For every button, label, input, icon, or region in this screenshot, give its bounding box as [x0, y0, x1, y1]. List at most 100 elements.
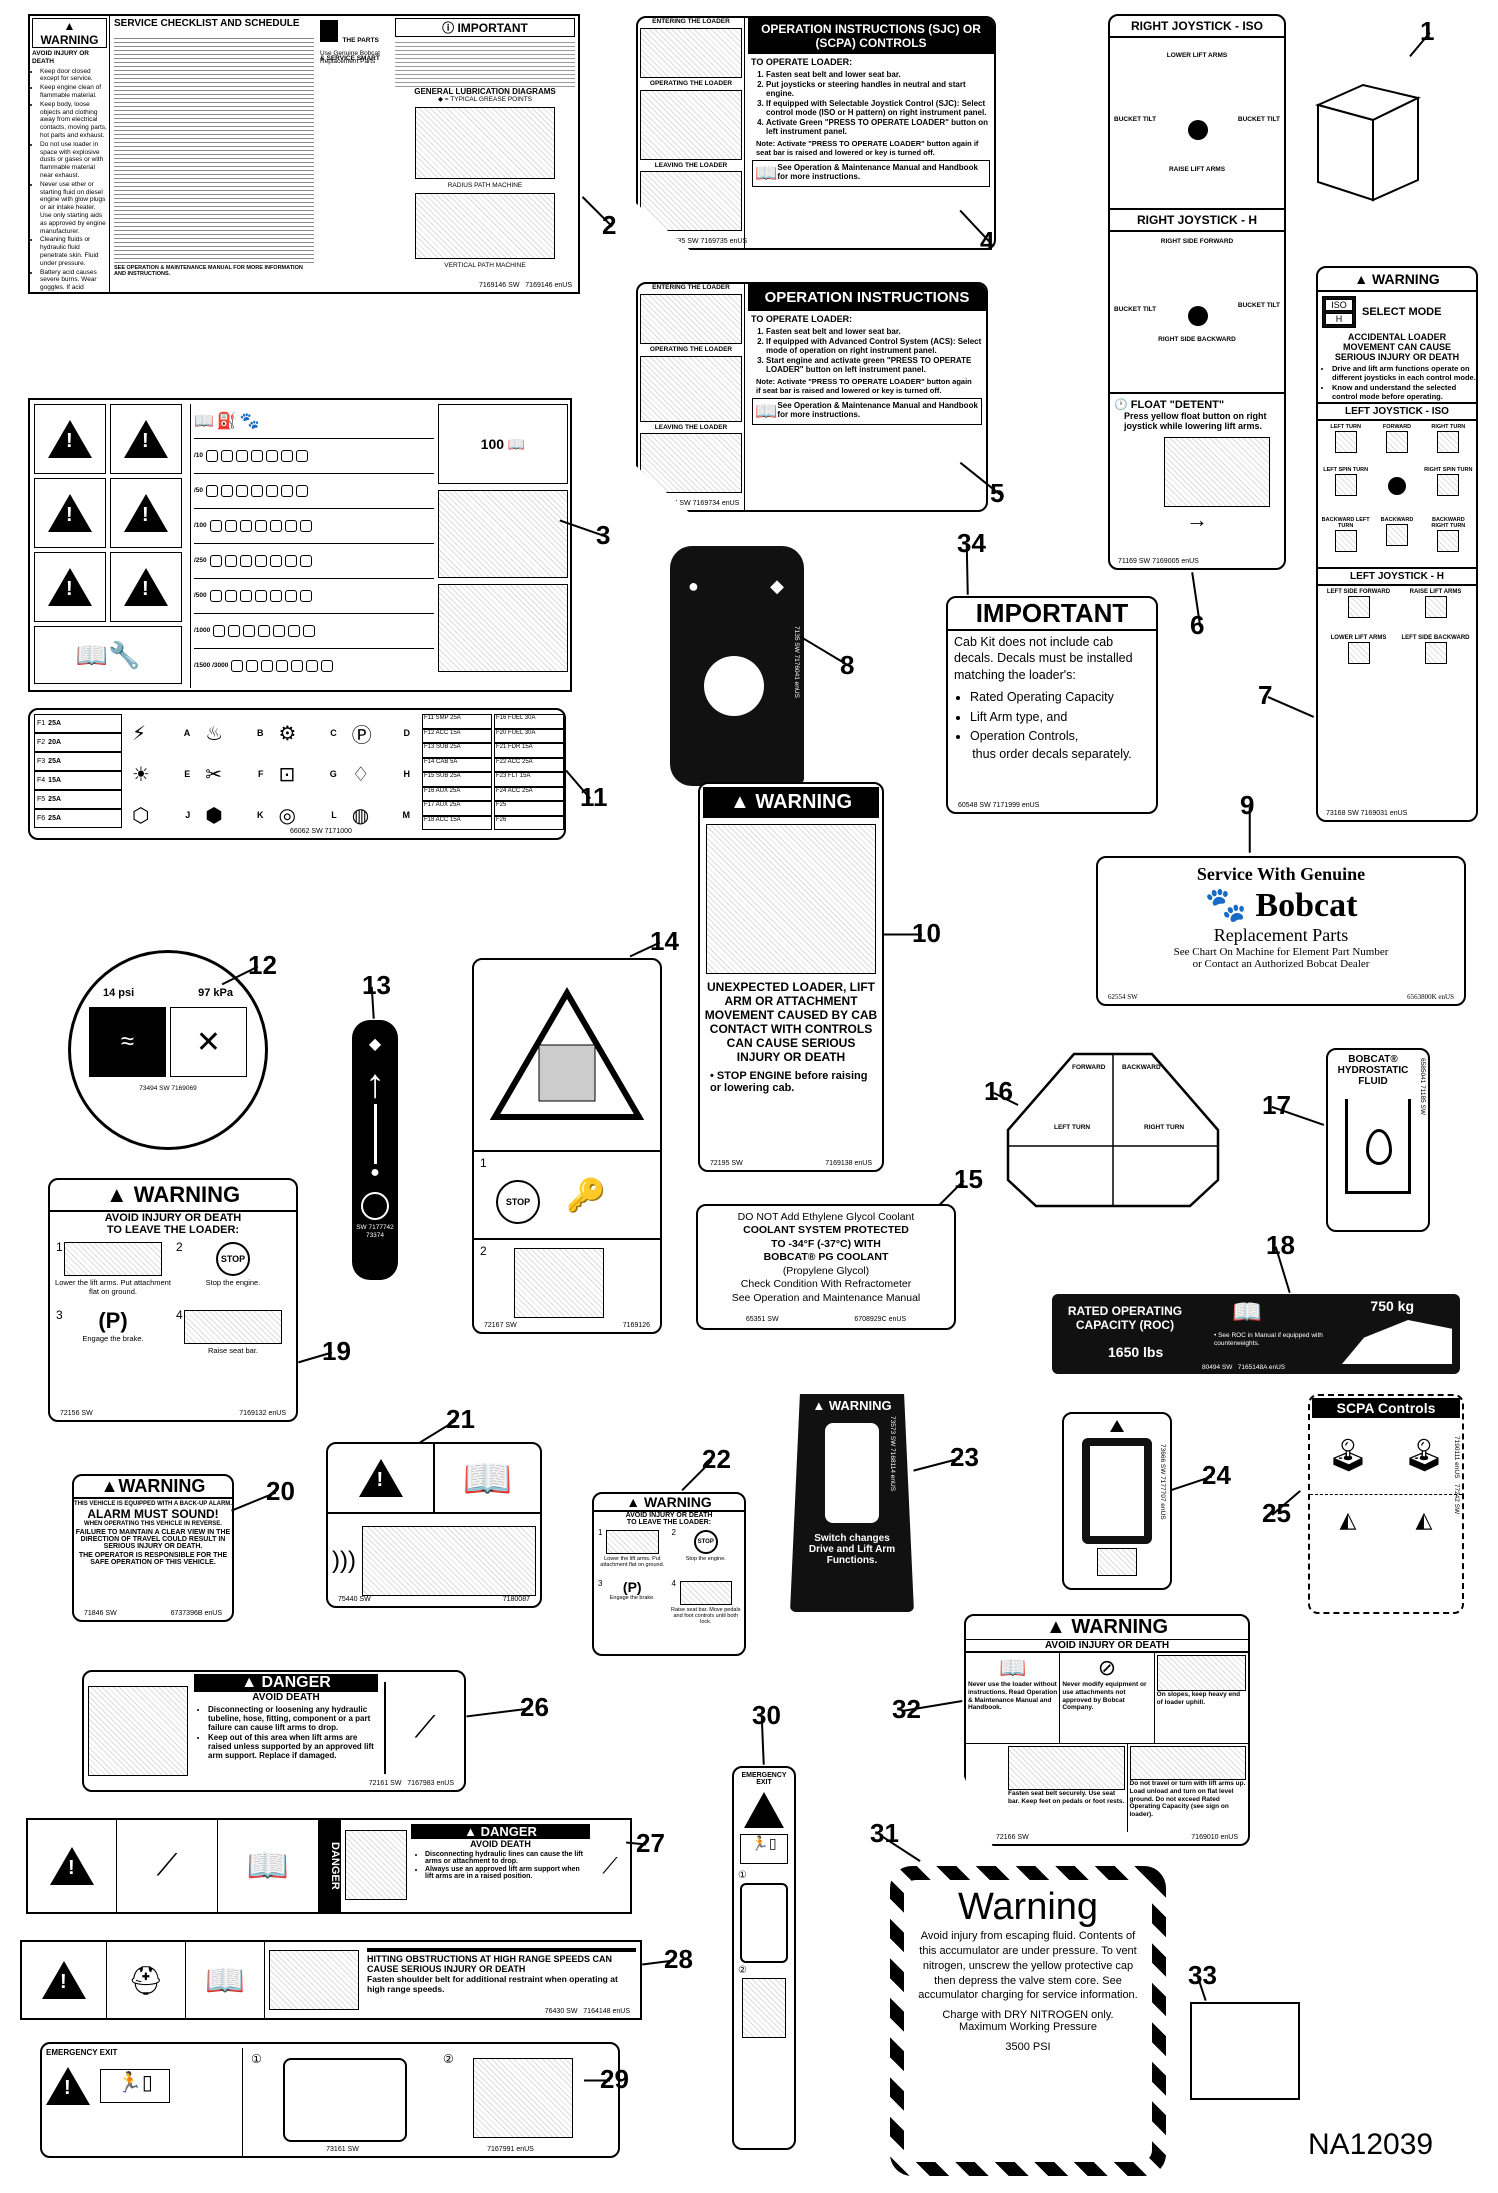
fuse-symbol-icon: ◍: [351, 804, 370, 827]
step-2-number: 2: [480, 1244, 487, 1258]
service-point-icon: [299, 520, 312, 532]
service-point-icon: [269, 555, 282, 567]
parking-brake-icon: (P): [98, 1308, 128, 1333]
fuse-icon-cell: ♢H: [346, 755, 416, 793]
roc-title: RATED OPERATING CAPACITY (ROC): [1067, 1304, 1183, 1332]
float-text: Press yellow float button on right joyst…: [1124, 411, 1267, 431]
decal-4-steps: Fasten seat belt and lower seat bar.Put …: [766, 70, 990, 136]
fuse-icon-cell: ⚡A: [126, 714, 196, 752]
callout-25: 25: [1262, 1498, 1291, 1528]
fuse-symbol-icon: ⊡: [278, 763, 296, 786]
loader-load-icon: [1342, 1320, 1452, 1364]
joystick-center-icon: [1188, 120, 1208, 140]
fuse-symbol-icon: ♨: [205, 722, 224, 745]
mode-bullet: Know and understand the selected control…: [1332, 383, 1476, 401]
iso-left-label: BUCKET TILT: [1114, 116, 1157, 123]
fuse-icon-cell: ♨B: [199, 714, 269, 752]
service-point-icon: [213, 625, 226, 637]
lift-arm-support-icon: ⟋: [117, 1820, 218, 1912]
callout-6: 6: [1190, 610, 1205, 640]
fuse-cell: F18 ACC 15A: [422, 815, 492, 830]
dealer-text: or Contact an Authorized Bobcat Dealer: [1192, 958, 1370, 970]
service-point-icon: [231, 660, 244, 672]
h-up-label: RIGHT SIDE FORWARD: [1160, 238, 1234, 245]
danger-bullet: Disconnecting hydraulic lines can cause …: [425, 1851, 590, 1865]
service-point-icon: [303, 625, 316, 637]
service-point-icon: [209, 555, 222, 567]
decal-5-lead: TO OPERATE LOADER:: [751, 314, 853, 324]
step-number: 4: [176, 1308, 183, 1322]
service-point-icon: [224, 520, 237, 532]
callout-19: 19: [322, 1336, 351, 1366]
fuse-cell: F21 FDR 15A: [494, 743, 564, 758]
side-label-operating: OPERATING THE LOADER: [649, 345, 733, 353]
warning-header: ▲ WARNING: [703, 787, 879, 818]
switch-cutout: [1082, 1438, 1152, 1544]
callout-10: 10: [912, 918, 941, 948]
interval-row: /500: [194, 578, 434, 613]
fuse-id: F2: [37, 739, 46, 746]
brand-sub: Use Genuine Bobcat Replacement Parts: [320, 50, 380, 65]
hydrostatic-fluid-text: BOBCAT® HYDROSTATIC FLUID: [1337, 1054, 1409, 1087]
decal-30-emergency-exit-vertical: EMERGENCY EXIT 🏃▯ ① ②: [732, 1766, 796, 2150]
decal-16-hand-controls: FORWARD BACKWARD LEFT TURN RIGHT TURN: [1004, 1050, 1222, 1210]
max-pressure-label: Maximum Working Pressure: [959, 2021, 1097, 2034]
fuse-letter: D: [403, 728, 411, 738]
fuse-cell: F25: [494, 801, 564, 816]
callout-leader-7: [1267, 696, 1315, 718]
fuse-amp: 25A: [48, 796, 62, 803]
decal-4-title: OPERATION INSTRUCTIONS (SJC) OR (SCPA) C…: [748, 18, 994, 54]
fuse-amp: 20A: [48, 739, 62, 746]
operation-step: Put joysticks or steering handles in neu…: [766, 80, 990, 98]
step-text: Engage the brake.: [82, 1334, 144, 1343]
decal-9-genuine-parts: Service With Genuine 🐾 Bobcat Replacemen…: [1096, 856, 1466, 1006]
seatbelt-icon: ⛑: [107, 1942, 186, 2018]
important-title: IMPORTANT: [948, 598, 1156, 631]
manual-book-icon: 📖: [218, 1820, 319, 1912]
manual-book-icon: 📖: [186, 1942, 265, 2018]
alarm-line-1: FAILURE TO MAINTAIN A CLEAR VIEW IN THE …: [75, 1529, 231, 1550]
roc-kg: 750 kg: [1370, 1298, 1414, 1314]
battery-acid-icon: [110, 478, 182, 548]
warning-header: ▲ WARNING: [50, 1180, 296, 1212]
step-text: Raise seat bar. Move pedals and foot con…: [671, 1607, 741, 1625]
interval-icon-row: 📖⛽🐾: [194, 404, 434, 438]
h-right-label: BUCKET TILT: [1237, 302, 1280, 309]
interval-label: /1000: [194, 627, 211, 635]
fuse-letter: H: [403, 769, 411, 779]
callout-23: 23: [950, 1442, 979, 1472]
cell-2-text: Never modify equipment or use attachment…: [1062, 1681, 1147, 1712]
fuse-symbol-icon: ✂: [205, 763, 223, 786]
book-icon: 📖: [755, 163, 778, 183]
service-point-icon: [239, 520, 252, 532]
service-point-icon: [224, 555, 237, 567]
side-label-leaving: LEAVING THE LOADER: [654, 161, 728, 169]
service-genuine-text: Service With Genuine: [1196, 864, 1366, 884]
service-point-icon: [251, 485, 264, 497]
decal-5-operation: ENTERING THE LOADER OPERATING THE LOADER…: [636, 282, 988, 512]
joystick-mini-diagram: [1385, 431, 1408, 453]
fuse-icon-cell: ✂F: [199, 755, 269, 793]
fuse-icon-cell: ◎L: [273, 796, 343, 834]
iso-label: RIGHT TURN: [1431, 424, 1466, 430]
h-cell: LEFT SIDE FORWARD: [1321, 589, 1396, 633]
fuse-cell: F22 ACC 25A: [494, 757, 564, 772]
cell-3-text: On slopes, keep heavy end of loader uphi…: [1156, 1691, 1241, 1706]
step-diagram: [679, 1581, 732, 1605]
callout-20: 20: [266, 1476, 295, 1506]
slope-diagram: [1156, 1655, 1246, 1691]
fuse-id: F4: [37, 777, 46, 784]
service-point-icon: [239, 555, 252, 567]
accumulator-title: Warning: [957, 1886, 1099, 1928]
operation-step: Start engine and activate green "PRESS T…: [766, 356, 982, 374]
fuse-icon-cell: ⚙C: [273, 714, 343, 752]
package-box-icon: [1315, 83, 1421, 202]
pedal-icons: ◭◭: [1310, 1507, 1462, 1533]
service-point-icon: [243, 625, 256, 637]
